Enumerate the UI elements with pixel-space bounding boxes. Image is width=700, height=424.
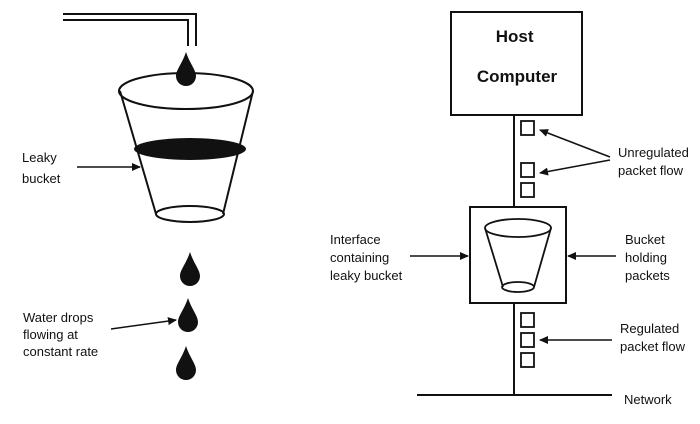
- interface-box: [469, 206, 567, 304]
- bucket-holding-label: Bucket holding packets: [625, 232, 671, 283]
- host-computer-label: Host Computer: [477, 27, 558, 86]
- leaky-bucket: [118, 72, 254, 223]
- water-drop: [176, 346, 196, 380]
- packet: [520, 120, 535, 136]
- water-surface: [134, 138, 246, 160]
- packet: [520, 332, 535, 348]
- interface-label: Interface containing leaky bucket: [330, 232, 403, 283]
- packet: [520, 182, 535, 198]
- water-drops-label: Water drops flowing at constant rate: [23, 310, 98, 359]
- network-bucket-illustration: Host Computer Unregulated: [330, 11, 692, 407]
- network-label: Network: [624, 392, 672, 407]
- unregulated-arrow-top: [539, 129, 611, 158]
- host-computer-box: [450, 11, 583, 116]
- regulated-label: Regulated packet flow: [620, 321, 686, 354]
- water-drop: [178, 298, 198, 332]
- water-drop: [176, 52, 196, 86]
- packet: [520, 352, 535, 368]
- unregulated-label: Unregulated packet flow: [618, 145, 692, 178]
- water-bucket-illustration: Leaky bucket Water drops flowing at cons…: [22, 13, 254, 380]
- packet: [520, 162, 535, 178]
- water-drops-arrow: [110, 317, 177, 330]
- faucet-pipe: [63, 13, 197, 46]
- leaky-bucket-label: Leaky bucket: [22, 150, 61, 186]
- packet: [520, 312, 535, 328]
- water-drop: [180, 252, 200, 286]
- unregulated-arrow-bottom: [539, 159, 611, 176]
- small-leaky-bucket: [484, 218, 552, 293]
